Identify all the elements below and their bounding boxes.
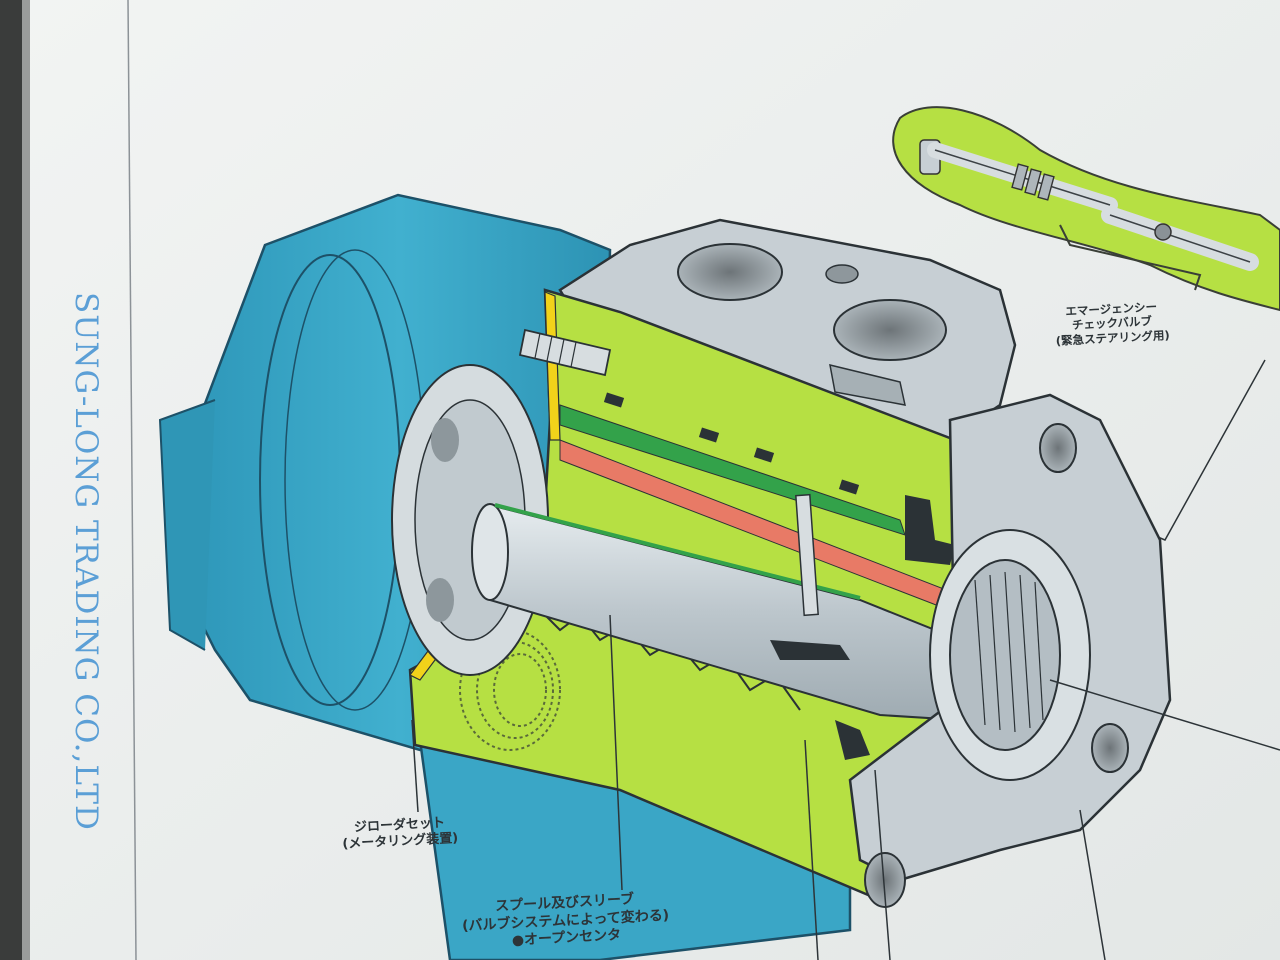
- label-gerotor-set: ジローダセット (メータリング装置): [341, 815, 459, 854]
- bolt-hole: [1091, 723, 1129, 773]
- housing-bolt: [518, 328, 612, 377]
- binder-edge: [0, 0, 22, 960]
- bolt-hole: [864, 852, 906, 908]
- page-rule: [127, 0, 137, 960]
- spool-sleeve: [471, 493, 961, 722]
- leader-lines: [411, 614, 1280, 960]
- emergency-valve-inset: [892, 106, 1280, 312]
- label-emergency-check-valve: エマージェンシー チェックバルブ (緊急ステアリング用): [1054, 299, 1170, 348]
- label-spool-sleeve: スプール及びスリーブ (バルブシステムによって変わる) ●オープンセンタ: [461, 890, 671, 953]
- port-block: [558, 218, 1017, 447]
- mounting-flange: [848, 393, 1172, 908]
- bolt-hole: [1039, 423, 1077, 473]
- company-name-text: SUNG-LONG TRADING CO.,LTD: [68, 292, 104, 831]
